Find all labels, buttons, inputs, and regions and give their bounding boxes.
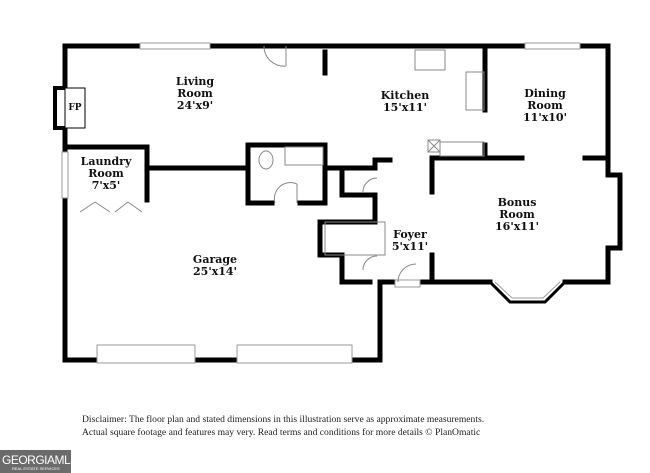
room-name: Bonus Room	[497, 196, 537, 221]
room-dims: 5'x11'	[391, 240, 429, 253]
logo-subtext: REAL ESTATE SERVICES	[12, 466, 60, 471]
room-dims: 7'x5'	[91, 179, 121, 192]
georgia-mls-logo: GEORGIAMLS REAL ESTATE SERVICES	[0, 450, 78, 473]
fireplace-label: FP	[68, 103, 82, 113]
logo-text: GEORGIAMLS	[2, 453, 78, 467]
room-name: Foyer	[393, 228, 427, 241]
room-dims: 16'x11'	[495, 220, 539, 233]
room-name: Dining Room	[524, 87, 566, 112]
fireplace	[53, 86, 86, 130]
disclaimer: Disclaimer: The floor plan and stated di…	[82, 413, 484, 439]
room-name: Laundry Room	[80, 155, 132, 180]
room-dims: 25'x14'	[193, 265, 237, 278]
windows	[61, 42, 581, 364]
fixtures	[79, 45, 485, 283]
room-name: Kitchen	[380, 89, 430, 102]
room-dims: 11'x10'	[523, 111, 567, 124]
disclaimer-line-1: Disclaimer: The floor plan and stated di…	[82, 414, 485, 425]
room-name: Garage	[192, 253, 238, 266]
disclaimer-line-2: Actual square footage and features may v…	[82, 427, 481, 438]
room-name: Living Room	[175, 75, 215, 100]
room-dims: 15'x11'	[383, 101, 427, 114]
room-dims: 24'x9'	[176, 99, 214, 112]
